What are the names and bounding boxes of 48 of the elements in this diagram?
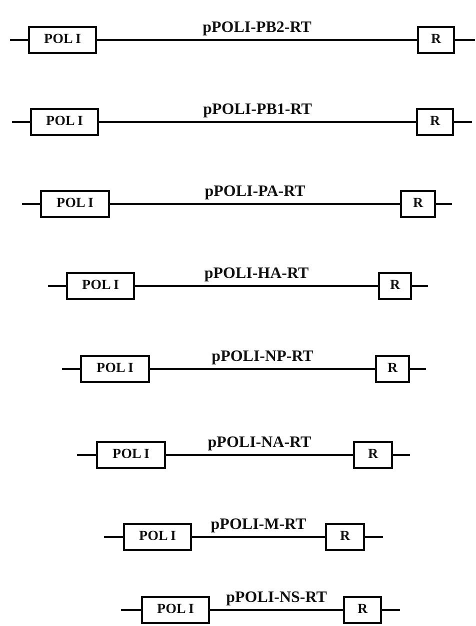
- edge-label: pPOLI-NS-RT: [225, 589, 328, 607]
- edge-label: pPOLI-M-RT: [210, 516, 308, 534]
- edge-label: pPOLI-PA-RT: [204, 183, 306, 201]
- connector-line: [365, 536, 383, 538]
- connector-line: [12, 121, 30, 123]
- connector-line: [210, 609, 343, 611]
- terminator-box: R: [416, 108, 454, 136]
- connector-line: [48, 285, 66, 287]
- edge-label: pPOLI-PB1-RT: [202, 101, 313, 119]
- edge-label: pPOLI-NP-RT: [210, 348, 314, 366]
- connector-line: [192, 536, 325, 538]
- connector-line: [99, 121, 416, 123]
- edge-label: pPOLI-PB2-RT: [202, 19, 312, 37]
- promoter-box: POL I: [28, 26, 97, 54]
- edge-label: pPOLI-HA-RT: [203, 265, 310, 283]
- connector-line: [455, 39, 475, 41]
- connector-line: [97, 39, 417, 41]
- connector-line: [121, 609, 141, 611]
- connector-line: [77, 454, 96, 456]
- connector-line: [110, 203, 400, 205]
- connector-line: [393, 454, 410, 456]
- connector-line: [10, 39, 28, 41]
- terminator-box: R: [353, 441, 393, 469]
- connector-line: [436, 203, 452, 205]
- terminator-box: R: [325, 523, 365, 551]
- connector-line: [104, 536, 123, 538]
- connector-line: [135, 285, 378, 287]
- terminator-box: R: [400, 190, 436, 218]
- edge-label: pPOLI-NA-RT: [206, 434, 312, 452]
- connector-line: [454, 121, 472, 123]
- promoter-box: POL I: [96, 441, 166, 469]
- terminator-box: R: [378, 272, 412, 300]
- terminator-box: R: [375, 355, 410, 383]
- terminator-box: R: [343, 596, 382, 624]
- connector-line: [22, 203, 40, 205]
- connector-line: [412, 285, 428, 287]
- connector-line: [166, 454, 353, 456]
- promoter-box: POL I: [123, 523, 192, 551]
- connector-line: [150, 368, 375, 370]
- connector-line: [62, 368, 80, 370]
- promoter-box: POL I: [66, 272, 135, 300]
- promoter-box: POL I: [141, 596, 210, 624]
- promoter-box: POL I: [30, 108, 99, 136]
- promoter-box: POL I: [80, 355, 150, 383]
- promoter-box: POL I: [40, 190, 110, 218]
- connector-line: [382, 609, 400, 611]
- connector-line: [410, 368, 426, 370]
- terminator-box: R: [417, 26, 455, 54]
